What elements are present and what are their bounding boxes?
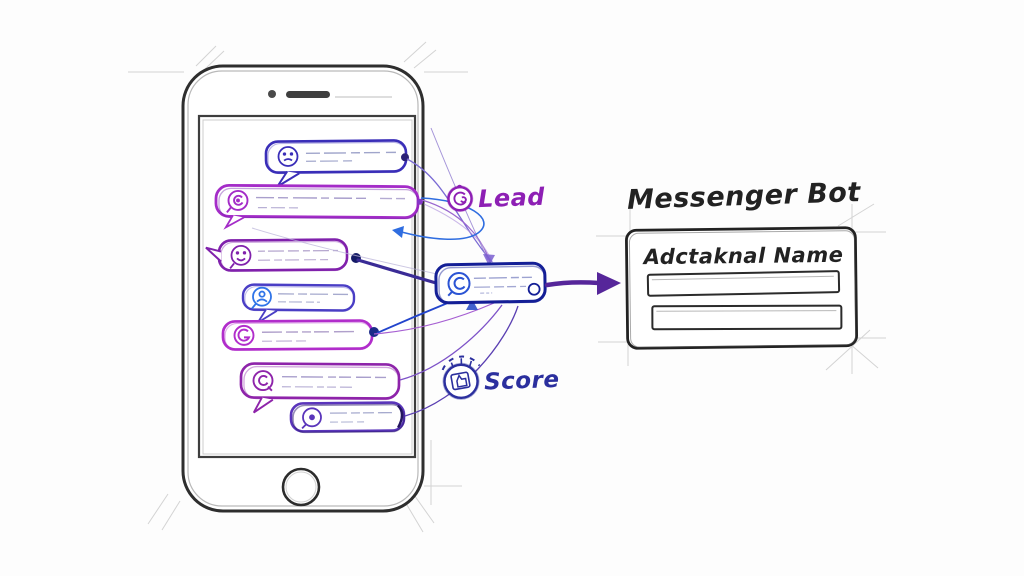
bot-card-field-label: Adctaknal Name bbox=[641, 243, 843, 269]
bubble-outline bbox=[217, 238, 349, 272]
bot-card-title: Messenger Bot bbox=[627, 177, 862, 216]
scribble-text bbox=[282, 376, 387, 379]
chat-bubble bbox=[214, 183, 423, 230]
phone-screen-echo bbox=[202, 119, 413, 455]
input-box bbox=[651, 304, 843, 331]
scribble-text bbox=[258, 258, 331, 261]
connector-curves bbox=[251, 127, 545, 417]
scribble-text bbox=[474, 285, 527, 288]
phone-camera-dot bbox=[268, 90, 276, 98]
connector-dot bbox=[416, 198, 423, 205]
bubble-tail bbox=[205, 246, 222, 263]
bubble-outline bbox=[264, 139, 408, 174]
chat-swirl-icon bbox=[226, 189, 249, 213]
input-inner-line bbox=[656, 310, 837, 312]
home-button bbox=[281, 467, 321, 507]
phone-speaker-grille bbox=[286, 91, 330, 98]
connector-line-bold bbox=[356, 258, 438, 285]
thumbs-up-icon bbox=[450, 371, 471, 391]
hub-outline bbox=[434, 261, 547, 305]
scribble-text bbox=[261, 330, 356, 333]
bubble-echo bbox=[218, 187, 419, 220]
bubble-echo bbox=[244, 286, 355, 312]
score-label: Score bbox=[484, 367, 560, 396]
scribble-text bbox=[257, 249, 338, 252]
arrowhead-icon bbox=[466, 299, 478, 310]
connector-line bbox=[404, 305, 519, 417]
scribble-text bbox=[305, 151, 396, 155]
chat-q-icon bbox=[252, 370, 274, 392]
lead-icon-swirl bbox=[453, 191, 467, 206]
arrowhead-icon bbox=[597, 272, 621, 295]
connector-line bbox=[399, 304, 503, 381]
chat-bubble bbox=[205, 238, 349, 273]
bubble-echo bbox=[292, 403, 405, 434]
chat-bubble bbox=[239, 362, 401, 414]
score-icon bbox=[443, 363, 479, 400]
chat-frown-icon bbox=[277, 146, 299, 167]
chat-bubble bbox=[264, 139, 410, 188]
arrow-shaft bbox=[544, 280, 602, 288]
lead-label: Lead bbox=[478, 183, 546, 213]
connector-line bbox=[373, 302, 495, 335]
score-badge: Score bbox=[441, 355, 560, 400]
bubble-tail bbox=[252, 397, 274, 414]
lead-icon bbox=[447, 185, 473, 212]
chat-dot-icon bbox=[301, 407, 322, 430]
bubble-outline bbox=[239, 362, 401, 400]
lead-icon-echo bbox=[446, 185, 474, 212]
lead-badge: Lead bbox=[446, 183, 546, 213]
chat-swirl-icon bbox=[447, 272, 471, 297]
connector-line bbox=[376, 301, 451, 334]
chat-person-icon bbox=[251, 286, 272, 310]
output-arrow bbox=[544, 272, 621, 295]
arrowhead-icon bbox=[483, 254, 495, 266]
bubble-outline bbox=[289, 401, 406, 433]
chat-smiley-icon bbox=[229, 244, 252, 270]
input-field bbox=[651, 304, 843, 331]
scribble-text bbox=[473, 276, 532, 279]
chat-bubble bbox=[221, 319, 374, 352]
bot-card-echo bbox=[628, 230, 857, 348]
hub-node bbox=[434, 261, 547, 305]
chat-g-icon bbox=[233, 324, 255, 346]
input-field bbox=[646, 270, 841, 297]
scribble-text bbox=[329, 411, 392, 414]
chat-bubble bbox=[289, 401, 406, 434]
input-box bbox=[646, 270, 841, 297]
arrowhead-icon bbox=[392, 226, 404, 238]
chat-bubble bbox=[241, 283, 356, 324]
scribble-text bbox=[256, 196, 369, 200]
home-button-echo bbox=[285, 471, 317, 503]
bubble-dark-edge bbox=[397, 404, 404, 429]
input-inner-line bbox=[651, 275, 834, 281]
bubble-outline bbox=[241, 283, 356, 312]
scribble-text bbox=[278, 293, 349, 296]
connector-dot bbox=[369, 327, 379, 337]
hub-side-circle-icon bbox=[527, 282, 541, 296]
gauge-arc bbox=[441, 355, 481, 371]
bot-card: Messenger Bot Adctaknal Name bbox=[625, 177, 862, 350]
bubble-echo bbox=[243, 365, 400, 401]
bubble-outline bbox=[214, 183, 420, 220]
score-icon-echo bbox=[442, 362, 480, 400]
bubble-tail bbox=[223, 214, 245, 230]
